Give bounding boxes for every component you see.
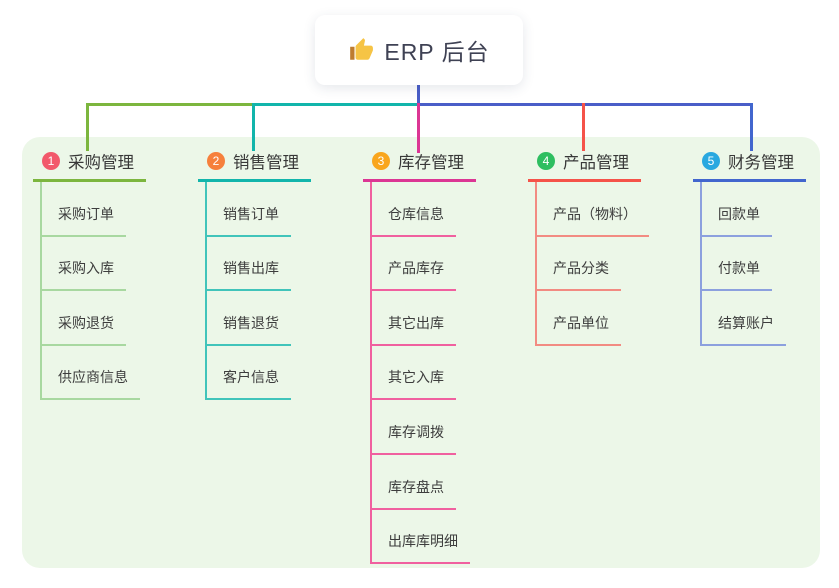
branch-finance: 5 财务管理 回款单 付款单 结算账户	[693, 145, 806, 346]
branch-inventory-badge: 3	[372, 152, 390, 170]
node-settlement-account[interactable]: 结算账户	[702, 313, 786, 346]
node-stock-taking[interactable]: 库存盘点	[372, 477, 456, 510]
root-node-label: ERP 后台	[384, 39, 490, 65]
branch-inventory-children: 仓库信息 产品库存 其它出库 其它入库 库存调拨 库存盘点 出库库明细	[370, 182, 476, 565]
node-product-material[interactable]: 产品（物料）	[537, 204, 649, 237]
connector-drop-branch-5	[750, 103, 753, 151]
branch-purchase-badge: 1	[42, 152, 60, 170]
branch-inventory-label: 库存管理	[398, 154, 464, 172]
node-warehouse-info[interactable]: 仓库信息	[372, 204, 456, 237]
branch-product-title[interactable]: 4 产品管理	[528, 145, 641, 182]
node-other-outbound[interactable]: 其它出库	[372, 313, 456, 346]
node-sales-order[interactable]: 销售订单	[207, 204, 291, 237]
branch-purchase: 1 采购管理 采购订单 采购入库 采购退货 供应商信息	[33, 145, 146, 401]
node-stock-transfer[interactable]: 库存调拨	[372, 422, 456, 455]
branch-product-badge: 4	[537, 152, 555, 170]
branch-finance-badge: 5	[702, 152, 720, 170]
connector-drop-branch-4	[582, 103, 585, 151]
thumbs-up-icon	[348, 37, 374, 63]
node-purchase-inbound[interactable]: 采购入库	[42, 258, 126, 292]
branch-inventory-title[interactable]: 3 库存管理	[363, 145, 476, 182]
branch-sales-children: 销售订单 销售出库 销售退货 客户信息	[205, 182, 311, 401]
branch-sales-badge: 2	[207, 152, 225, 170]
branch-finance-label: 财务管理	[728, 154, 794, 172]
canvas-panel	[22, 137, 820, 568]
node-payment-bill[interactable]: 付款单	[702, 258, 772, 292]
node-supplier-info[interactable]: 供应商信息	[42, 367, 140, 401]
connector-drop-branch-2	[252, 103, 255, 151]
node-other-inbound[interactable]: 其它入库	[372, 367, 456, 401]
connector-horizontal-right-blue	[417, 103, 753, 106]
connector-horizontal-left-teal	[253, 103, 418, 106]
node-product-unit[interactable]: 产品单位	[537, 313, 621, 346]
branch-product-label: 产品管理	[563, 154, 629, 172]
branch-product: 4 产品管理 产品（物料） 产品分类 产品单位	[528, 145, 649, 346]
connector-trunk-vertical	[417, 84, 420, 104]
branch-purchase-label: 采购管理	[68, 154, 134, 172]
connector-drop-branch-1	[86, 103, 89, 151]
node-purchase-return[interactable]: 采购退货	[42, 313, 126, 346]
root-node[interactable]: ERP 后台	[315, 15, 523, 85]
branch-product-children: 产品（物料） 产品分类 产品单位	[535, 182, 649, 346]
node-product-category[interactable]: 产品分类	[537, 258, 621, 292]
branch-sales-title[interactable]: 2 销售管理	[198, 145, 311, 182]
connector-horizontal-left-green	[86, 103, 255, 106]
node-receipt-bill[interactable]: 回款单	[702, 204, 772, 237]
branch-finance-title[interactable]: 5 财务管理	[693, 145, 806, 182]
node-sales-return[interactable]: 销售退货	[207, 313, 291, 346]
branch-finance-children: 回款单 付款单 结算账户	[700, 182, 806, 346]
node-product-stock[interactable]: 产品库存	[372, 258, 456, 292]
branch-inventory: 3 库存管理 仓库信息 产品库存 其它出库 其它入库 库存调拨 库存盘点 出库库…	[363, 145, 476, 565]
branch-sales: 2 销售管理 销售订单 销售出库 销售退货 客户信息	[198, 145, 311, 401]
branch-sales-label: 销售管理	[233, 154, 299, 172]
node-customer-info[interactable]: 客户信息	[207, 367, 291, 401]
connector-drop-branch-3	[417, 103, 420, 153]
branch-purchase-title[interactable]: 1 采购管理	[33, 145, 146, 182]
branch-purchase-children: 采购订单 采购入库 采购退货 供应商信息	[40, 182, 146, 401]
node-purchase-order[interactable]: 采购订单	[42, 204, 126, 237]
node-sales-outbound[interactable]: 销售出库	[207, 258, 291, 292]
node-outbound-detail[interactable]: 出库库明细	[372, 531, 470, 565]
